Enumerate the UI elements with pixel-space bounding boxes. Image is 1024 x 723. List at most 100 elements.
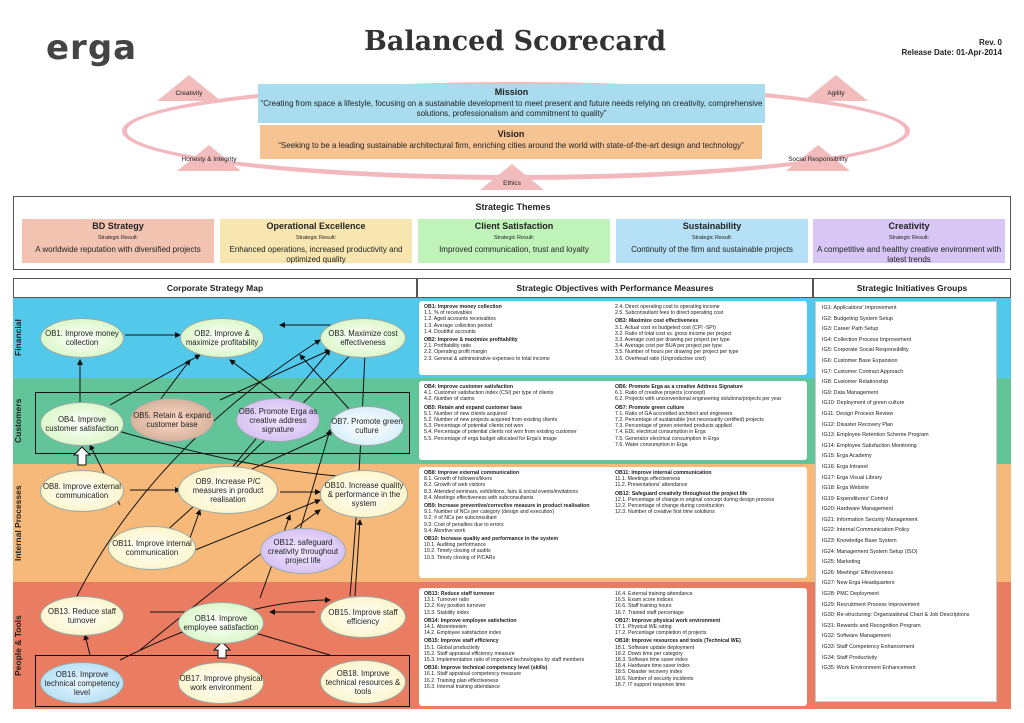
measure-item: 18.5. Disaster recovery index: [615, 669, 683, 676]
measure-item: 16.1. Staff appraisal competency measure: [424, 671, 522, 678]
link-ob15-ob10: [354, 519, 363, 597]
measure-item: 15.2. Staff appraisal efficiency measure: [424, 650, 515, 657]
objective-heading: OB9: Increase preventive/corrective meas…: [424, 503, 590, 510]
theme-sr-label: Strategic Result:: [295, 235, 337, 241]
value-label: Honesty & Integrity: [181, 156, 237, 163]
node-ob17[interactable]: OB17. Improve physical work environment: [178, 662, 264, 704]
mission-box: Mission “Creating from space a lifestyle…: [258, 84, 765, 123]
measure-item: 8.2. Growth of web visitors: [424, 482, 486, 489]
theme-result: Enhanced operations, increased productiv…: [229, 245, 403, 264]
value-label: Social Responsibility: [788, 156, 848, 163]
theme-name: Creativity: [888, 221, 930, 231]
initiative-item: IG24: Management System Setup (ISO): [822, 548, 918, 555]
measure-item: 8.1. Growth of followers/likers: [424, 476, 493, 483]
value-triangle-agility: Agility: [804, 75, 868, 101]
initiative-item: IG15: Erga Academy: [822, 453, 872, 460]
value-triangle-creativity: Creativity: [157, 75, 221, 101]
measure-item: 7.3. Percentage of green oriented produc…: [615, 423, 732, 430]
objective-heading: OB6: Promote Erga as a creative Address …: [615, 384, 743, 390]
node-ob16[interactable]: OB16. Improve technical competency level: [40, 662, 124, 704]
measure-item: 12.3. Number of creative first time solu…: [615, 509, 715, 516]
node-ob1[interactable]: OB1. Improve money collection: [40, 318, 124, 358]
measure-item: 9.1. Number of NCs per category (design …: [424, 509, 555, 516]
measure-item: 16.3. Internal training attendance: [424, 683, 500, 690]
measure-item: 16.5. Exam score indices: [615, 597, 673, 604]
measure-item: 3.1. Actual cost vs budgeted cost (CPI -…: [615, 324, 716, 331]
objective-heading: OB17: Improve physical work environment: [615, 617, 721, 624]
initiative-item: IG27: New Erga Headquarters: [822, 580, 895, 587]
measure-item: 4.2. Number of claims: [424, 396, 475, 403]
vision-heading: Vision: [497, 129, 525, 139]
objectives-col: 2.4. Direct operating cost to operating …: [615, 304, 805, 362]
section-objectives: Strategic Objectives with Performance Me…: [417, 278, 813, 298]
erga-logo: erga: [46, 28, 138, 68]
measure-item: 8.4. Meetings effectiveness with subcons…: [424, 494, 534, 501]
node-ob13[interactable]: OB13. Reduce staff turnover: [40, 596, 124, 636]
measure-item: 16.7. Trained staff percentage: [615, 609, 684, 616]
measure-item: 7.4. EDL electrical consumption in Erga: [615, 429, 706, 436]
value-label: Ethics: [503, 180, 521, 187]
mission-text: “Creating from space a lifestyle, focusi…: [260, 99, 763, 118]
measure-item: 18.2. Down time per category: [615, 650, 683, 657]
initiative-item: IG18: Erga Website: [822, 485, 869, 492]
theme-name: Operational Excellence: [266, 221, 366, 231]
initiative-item: IG7: Customer Contract Approach: [822, 368, 904, 375]
node-ob6[interactable]: OB6. Promote Erga as creative address si…: [236, 398, 320, 442]
theme-sr-label: Strategic Result:: [888, 235, 930, 241]
node-ob4[interactable]: OB4. Improve customer satisfaction: [40, 402, 124, 446]
initiative-item: IG10: Deployment of green culture: [822, 400, 905, 407]
measure-item: 17.1. Physical WE rating: [615, 624, 672, 631]
measure-item: 2.1. Profitability ratio: [424, 343, 471, 350]
measure-item: 5.2. Number of new projects acquired fro…: [424, 417, 558, 424]
node-ob2[interactable]: OB2. Improve & maximize profitability: [180, 318, 264, 358]
initiative-item: IG17: Erga Visual Library: [822, 474, 883, 481]
measure-item: 2.5. Subconsultant fees to direct operat…: [615, 310, 724, 317]
node-ob9[interactable]: OB9. Increase P/C measures in product re…: [178, 466, 278, 514]
objective-heading: OB12: Safeguard creativity throughout th…: [615, 490, 748, 497]
vision-box: Vision “Seeking to be a leading sustaina…: [260, 125, 762, 159]
objectives-col: OB6: Promote Erga as a creative Address …: [615, 384, 805, 448]
measure-item: 6.1. Ratio of creative projects (concept…: [615, 390, 706, 397]
node-ob7[interactable]: OB7. Promote green culture: [330, 406, 404, 446]
node-ob15[interactable]: OB15. Improve staff efficiency: [320, 596, 406, 638]
node-ob10[interactable]: OB10. Increase quality & performance in …: [320, 470, 408, 518]
objective-heading: OB3: Maximize cost effectiveness: [615, 318, 699, 325]
initiative-item: IG13: Employee Retention Scheme Program: [822, 432, 929, 439]
initiative-item: IG35: Work Environment Enhancement: [822, 665, 916, 672]
node-ob12[interactable]: OB12. safeguard creativity throughout pr…: [260, 528, 346, 574]
initiative-item: IG28: PMC Deployment: [822, 591, 879, 598]
up-arrow-people-to-internal: [212, 641, 232, 659]
objective-heading: OB2: Improve & maximize profitability: [424, 337, 518, 344]
measure-item: 12.2. Percentage of change during constr…: [615, 503, 725, 510]
node-ob11[interactable]: OB11. Improve internal communication: [108, 526, 196, 570]
measure-item: 5.4. Percentage of potential clients not…: [424, 429, 577, 436]
initiative-item: IG5: Corporate Social Responsibility: [822, 347, 909, 354]
initiative-item: IG12: Disaster Recovery Plan: [822, 421, 894, 428]
link-ob13-ob3: [74, 339, 321, 601]
up-arrow-internal-to-customers: [72, 446, 92, 466]
measure-item: 7.6. Water consumption in Erga: [615, 441, 688, 448]
node-ob8[interactable]: OB8. Improve external communication: [40, 470, 124, 512]
node-ob18[interactable]: OB18. Improve technical resources & tool…: [320, 660, 406, 704]
link-ob12-ob6: [299, 429, 332, 531]
node-ob3[interactable]: OB3. Maximize cost effectiveness: [320, 318, 406, 358]
measure-item: 18.7. IT support response time: [615, 681, 686, 688]
initiative-item: IG1: Applications' Improvement: [822, 305, 897, 311]
measure-item: 2.2. Operating profit margin: [424, 349, 488, 356]
page-title: Balanced Scorecard: [364, 26, 666, 57]
link-ob18-ob14: [244, 628, 331, 656]
measure-item: 3.4. Average cost per BUA per project pe…: [615, 343, 722, 350]
value-label: Agility: [827, 90, 845, 97]
node-ob14[interactable]: OB14. Improve employee satisfaction: [178, 602, 264, 644]
node-ob5[interactable]: OB5. Retain & expand customer base: [130, 398, 214, 442]
